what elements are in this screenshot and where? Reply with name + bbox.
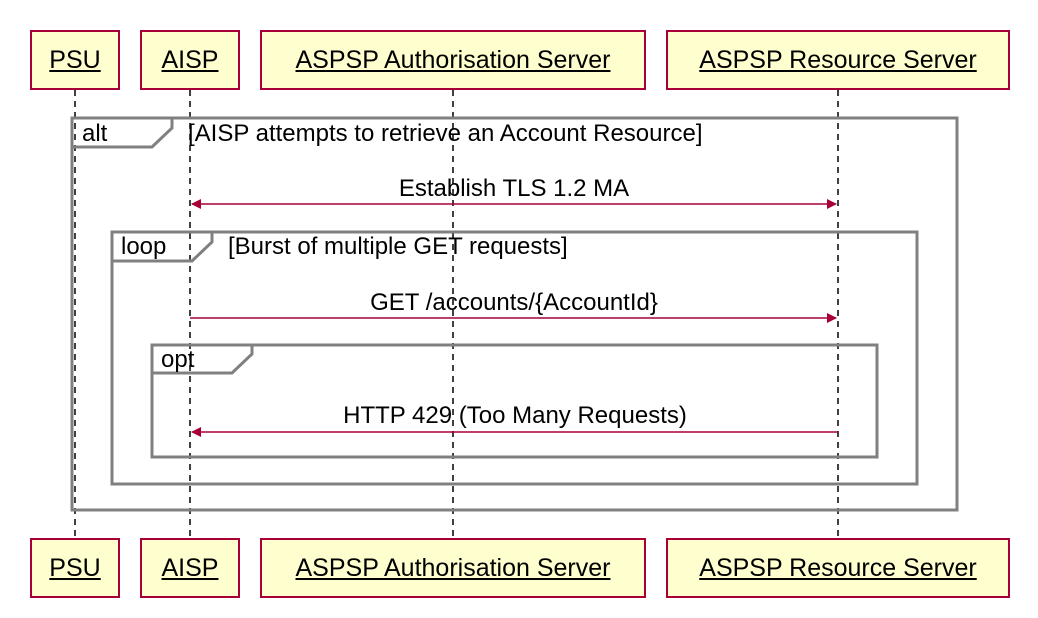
opt-fragment-frame xyxy=(150,343,879,459)
message-get-label: GET /accounts/{AccountId} xyxy=(370,289,658,316)
opt-operator-label: opt xyxy=(161,346,195,373)
participant-psu-bottom: PSU xyxy=(30,538,120,598)
participant-auth-server-bottom: ASPSP Authorisation Server xyxy=(260,538,646,598)
loop-fragment-frame xyxy=(110,230,919,486)
message-tls-label: Establish TLS 1.2 MA xyxy=(398,175,630,202)
message-429-label: HTTP 429 (Too Many Requests) xyxy=(343,402,687,429)
participant-psu-top: PSU xyxy=(30,30,120,90)
participant-auth-server-top: ASPSP Authorisation Server xyxy=(260,30,646,90)
participant-aisp-top: AISP xyxy=(140,30,240,90)
participant-resource-server-top: ASPSP Resource Server xyxy=(666,30,1010,90)
alt-fragment-frame xyxy=(70,116,959,512)
alt-fragment-tab xyxy=(72,118,174,149)
loop-guard-label: [Burst of multiple GET requests] xyxy=(228,233,568,260)
loop-operator-label: loop xyxy=(121,233,167,260)
opt-fragment-tab xyxy=(152,345,254,375)
participant-resource-server-bottom: ASPSP Resource Server xyxy=(666,538,1010,598)
loop-fragment-tab xyxy=(112,232,214,263)
alt-guard-label: [AISP attempts to retrieve an Account Re… xyxy=(188,120,703,147)
alt-operator-label: alt xyxy=(82,120,108,147)
participant-aisp-bottom: AISP xyxy=(140,538,240,598)
